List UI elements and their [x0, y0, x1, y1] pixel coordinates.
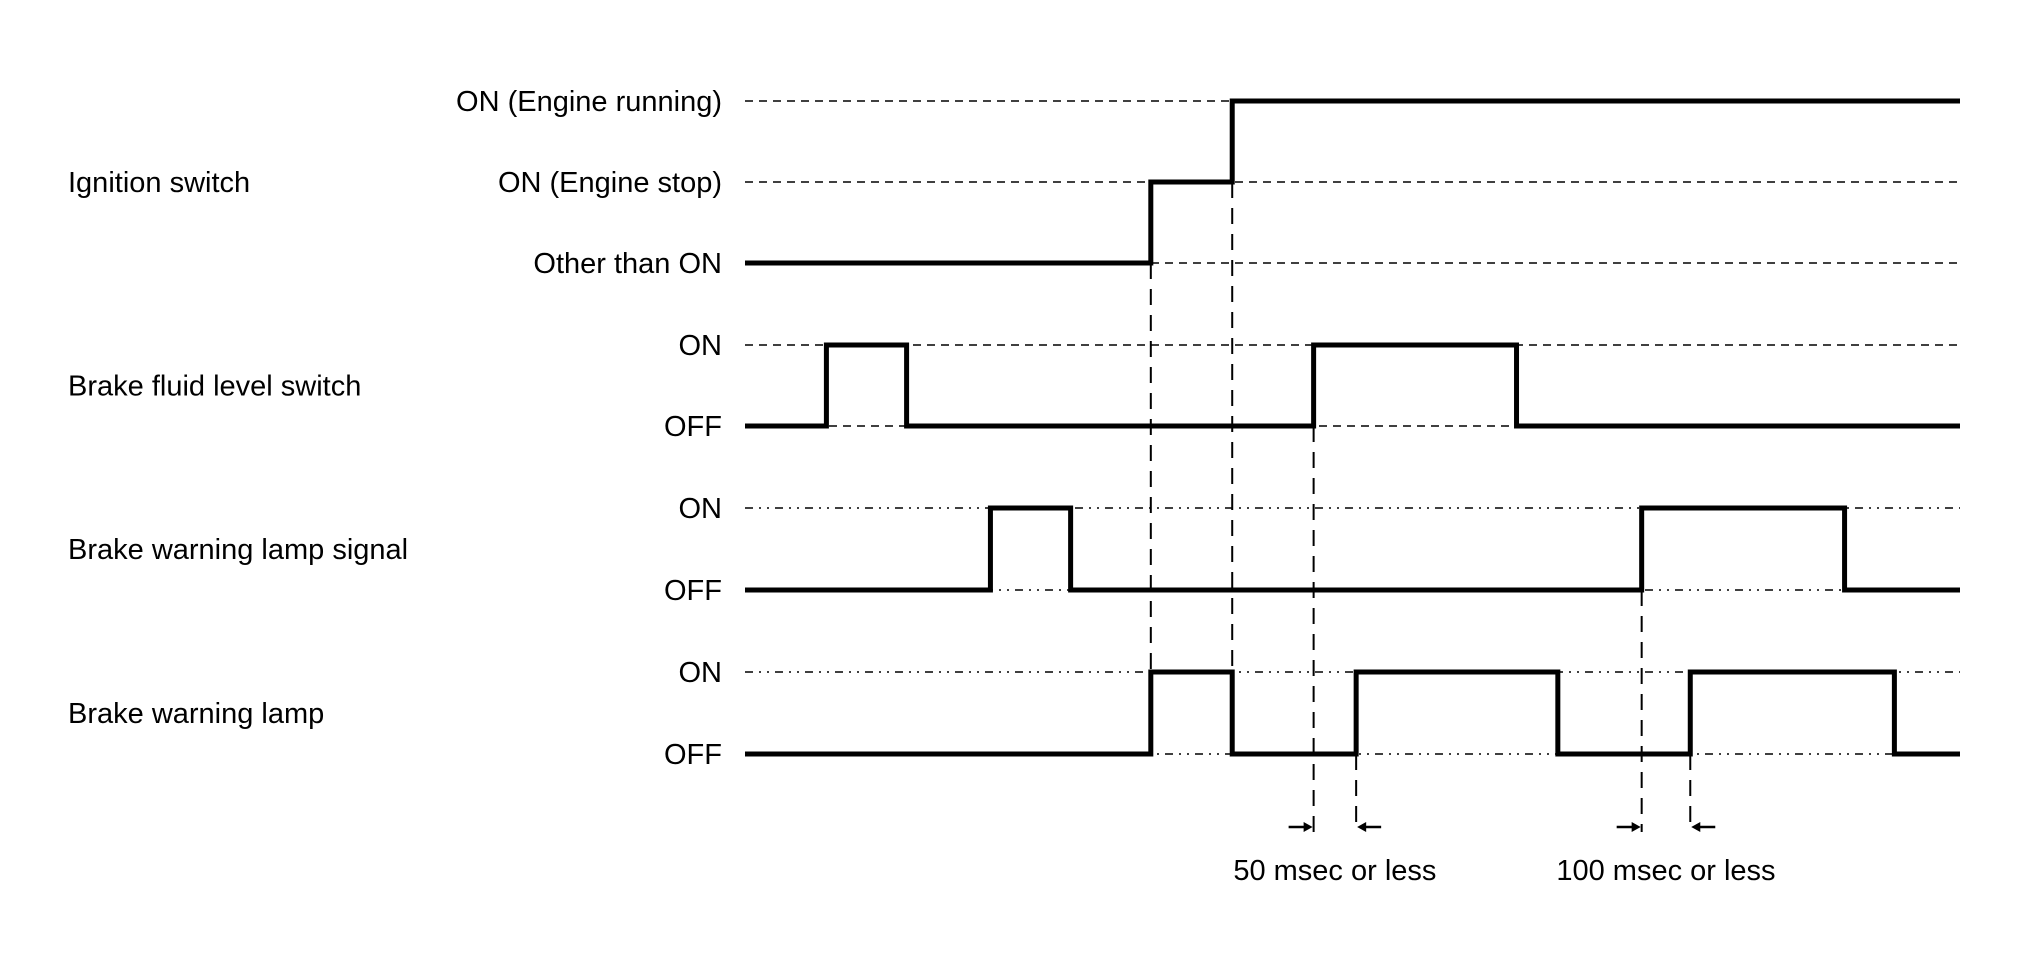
arrowhead-left-icon — [1691, 822, 1701, 832]
signal-name-brake-warning-lamp: Brake warning lamp — [68, 698, 324, 730]
annotations-layer: 50 msec or less 100 msec or less — [1233, 822, 1776, 887]
level-label-brake-warning-lamp-signal-on: ON — [679, 493, 723, 525]
arrowhead-right-icon — [1631, 822, 1641, 832]
waveform-brake-warning-lamp — [745, 669, 1960, 757]
arrowhead-right-icon — [1303, 822, 1313, 832]
arrowhead-left-icon — [1357, 822, 1367, 832]
level-label-brake-warning-lamp-on: ON — [679, 657, 723, 689]
level-label-brake-warning-lamp-signal-off: OFF — [664, 575, 722, 607]
timing-annotation-0: 50 msec or less — [1233, 855, 1436, 887]
signal-name-ignition-switch: Ignition switch — [68, 167, 250, 199]
vertical-markers-layer — [1149, 182, 1692, 832]
signal-name-brake-warning-lamp-signal: Brake warning lamp signal — [68, 534, 408, 566]
level-label-ignition-switch-on-engine-running: ON (Engine running) — [456, 86, 722, 118]
level-label-ignition-switch-other-than-on: Other than ON — [533, 248, 722, 280]
timing-annotation-1: 100 msec or less — [1556, 855, 1775, 887]
waveform-ignition-switch — [745, 98, 1960, 266]
waveform-brake-warning-lamp-signal — [745, 505, 1960, 593]
waveform-brake-fluid-level-switch — [745, 342, 1960, 429]
level-label-brake-fluid-level-switch-off: OFF — [664, 411, 722, 443]
signal-name-brake-fluid-level-switch: Brake fluid level switch — [68, 371, 361, 403]
level-label-ignition-switch-on-engine-stop: ON (Engine stop) — [498, 167, 722, 199]
level-label-brake-warning-lamp-off: OFF — [664, 739, 722, 771]
level-label-brake-fluid-level-switch-on: ON — [679, 330, 723, 362]
waveforms-layer — [745, 98, 1960, 757]
